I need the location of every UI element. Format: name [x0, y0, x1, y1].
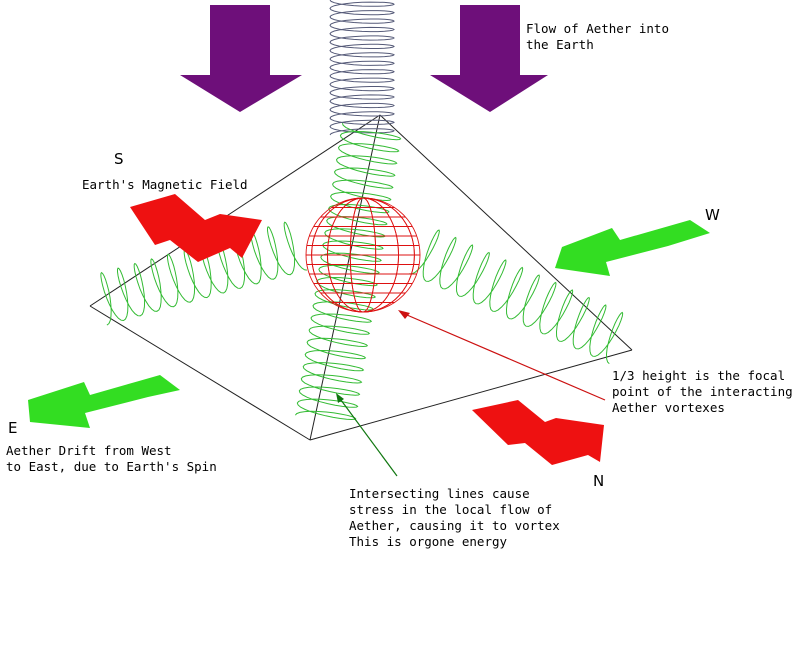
intersect-label-line4: This is orgone energy: [349, 534, 508, 549]
direction-north: N: [593, 472, 604, 490]
focal-label-line2: point of the interacting: [612, 384, 793, 399]
pyramid-edge-front-left: [89, 305, 311, 441]
flow-label-line2: the Earth: [526, 37, 594, 52]
drift-label-line1: Aether Drift from West: [6, 443, 172, 458]
earth-wireframe-sphere: [305, 197, 421, 313]
pyramid-edge-front-right: [309, 349, 633, 441]
intersect-pointer: [336, 393, 398, 477]
drift-label-line2: to East, due to Earth's Spin: [6, 459, 217, 474]
intersect-label-line2: stress in the local flow of: [349, 502, 552, 517]
flow-label-line1: Flow of Aether into: [526, 21, 669, 36]
flow-arrow-right: [430, 5, 548, 112]
direction-east: E: [8, 419, 17, 437]
magnetic-field-label: Earth's Magnetic Field: [82, 177, 248, 192]
focal-pointer: [398, 310, 606, 401]
direction-west: W: [705, 206, 720, 224]
vertical-vortex-spiral: [295, 123, 402, 421]
direction-south: S: [114, 150, 124, 168]
drift-arrow-east: [28, 375, 180, 428]
intersect-label-line3: Aether, causing it to vortex: [349, 518, 560, 533]
drift-arrow-west: [555, 220, 710, 276]
pyramid-edge-back-left: [89, 114, 381, 307]
right-vortex-spiral: [409, 229, 624, 365]
magnetic-arrow-south: [130, 194, 262, 262]
pyramid-edge-back-right: [379, 114, 633, 351]
focal-label-line1: 1/3 height is the focal: [612, 368, 785, 383]
intersect-label-line1: Intersecting lines cause: [349, 486, 530, 501]
flow-arrow-left: [180, 5, 302, 112]
aether-vortex-spirals: [100, 123, 624, 421]
magnetic-arrow-north: [472, 400, 604, 465]
incoming-aether-spiral: [329, 0, 395, 136]
left-vortex-spiral: [100, 221, 307, 326]
focal-label-line3: Aether vortexes: [612, 400, 725, 415]
vertical-spiral-coil: [329, 0, 395, 136]
